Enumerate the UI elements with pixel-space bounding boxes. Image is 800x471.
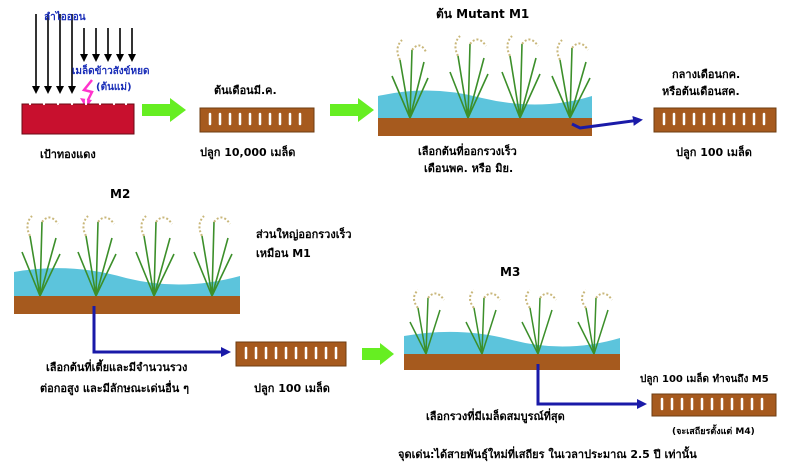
stage2-top-line2: หรือต้นเดือนสค. bbox=[662, 85, 740, 98]
m2-title: M2 bbox=[110, 187, 130, 201]
stage1-top-label: ต้นเดือนมี.ค. bbox=[214, 84, 277, 97]
seed-tray-3 bbox=[235, 341, 347, 367]
m2-select-line2: ต่อกอสูง และมีลักษณะเด่นอื่น ๆ bbox=[40, 380, 189, 396]
blue-arrow-m1 bbox=[571, 115, 643, 130]
seed-label-mother: (ต้นแม่) bbox=[96, 81, 132, 93]
m2-paddy-field bbox=[14, 215, 240, 314]
m1-select-line1: เลือกต้นที่ออกรวงเร็ว bbox=[418, 143, 517, 158]
seed-tray-2 bbox=[653, 107, 777, 133]
copper-target bbox=[21, 98, 135, 135]
stage4-bottom-label: (จะเสถียรตั้งแต่ M4) bbox=[672, 424, 755, 437]
ion-beam-label: ลำไอออน bbox=[44, 10, 86, 23]
seed-tray-4 bbox=[651, 393, 777, 417]
m3-paddy-field bbox=[404, 289, 620, 370]
m1-select-line2: เดือนพค. หรือ มิย. bbox=[424, 162, 513, 175]
magenta-zigzag-arrow bbox=[81, 79, 94, 105]
m3-select-label: เลือกรวงที่มีเมล็ดสมบูรณ์ที่สุด bbox=[426, 408, 565, 424]
m2-note-line1: ส่วนใหญ่ออกรวงเร็ว bbox=[256, 227, 352, 241]
blue-arrow-m3 bbox=[536, 364, 647, 409]
blue-arrow-m2 bbox=[92, 306, 231, 357]
m1-title: ต้น Mutant M1 bbox=[436, 7, 529, 21]
highlight-text: จุดเด่น:ได้สายพันธุ์ใหม่ที่เสถียร ในเวลา… bbox=[398, 446, 697, 462]
m2-select-line1: เลือกต้นที่เตี้ยและมีจำนวนรวง bbox=[46, 359, 187, 374]
ion-beam-arrows bbox=[32, 14, 136, 94]
seed-tray-1 bbox=[199, 107, 315, 133]
stage3-bottom-label: ปลูก 100 เมล็ด bbox=[254, 381, 330, 396]
green-arrow-2 bbox=[330, 98, 374, 122]
stage4-top-label: ปลูก 100 เมล็ด ทำจนถึง M5 bbox=[640, 371, 769, 386]
m1-paddy-field bbox=[378, 35, 592, 136]
stage2-top-line1: กลางเดือนกค. bbox=[672, 68, 740, 81]
target-label: เป้าทองแดง bbox=[40, 148, 96, 161]
stage2-bottom-label: ปลูก 100 เมล็ด bbox=[676, 145, 752, 160]
green-arrow-1 bbox=[142, 98, 186, 122]
green-arrow-3 bbox=[362, 343, 394, 365]
seed-label: เมล็ดข้าวสังข์หยด bbox=[72, 63, 149, 77]
m2-note-line2: เหมือน M1 bbox=[256, 247, 311, 260]
m3-title: M3 bbox=[500, 265, 520, 279]
stage1-bottom-label: ปลูก 10,000 เมล็ด bbox=[200, 145, 295, 160]
